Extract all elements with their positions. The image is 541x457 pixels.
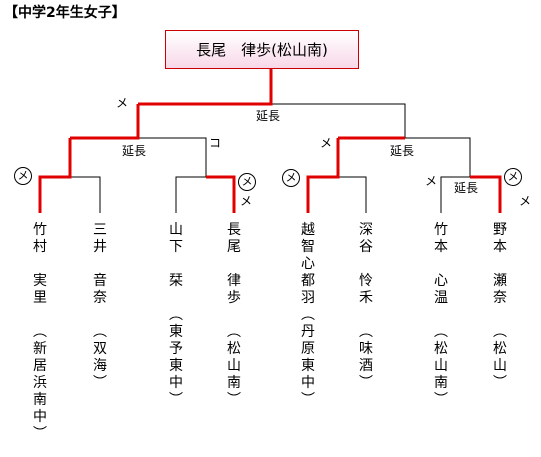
player-2-given: 音奈: [93, 273, 107, 306]
r1m3-men-circle: メ: [282, 169, 300, 187]
page-title: 【中学2年生女子】: [4, 5, 126, 21]
final-black: [271, 103, 406, 138]
player-2-close-paren: ︶: [93, 375, 107, 391]
final-men-mark: メ: [116, 96, 129, 110]
player-7-open-paren: ︵: [434, 324, 448, 340]
player-6-open-paren: ︵: [359, 324, 373, 340]
r2m2-black: [405, 137, 471, 177]
player-2-family: 三井: [93, 222, 107, 255]
player-8: 野本 瀬奈 ︵ 松山 ︶: [492, 222, 508, 392]
r1m4-men-mark: メ: [425, 174, 438, 188]
player-7: 竹本 心温 ︵ 松山南 ︶: [433, 222, 449, 409]
player-2-open-paren: ︵: [93, 324, 107, 340]
player-6-close-paren: ︶: [359, 375, 373, 391]
player-6-school: 味酒: [359, 341, 373, 374]
player-4: 長尾 律歩 ︵ 松山南 ︶: [226, 222, 242, 409]
winner-box: 長尾 律歩(松山南): [165, 30, 359, 69]
player-2: 三井 音奈 ︵ 双海 ︶: [92, 222, 108, 392]
player-3-family: 山下: [169, 222, 183, 255]
player-7-school: 松山南: [434, 341, 448, 391]
r1m2-men-mark: メ: [240, 194, 253, 208]
player-3-given: 栞: [169, 273, 183, 289]
player-2-school: 双海: [93, 341, 107, 374]
r1m4-men-mark-2: メ: [519, 194, 532, 208]
r1m3-red: [306, 138, 340, 213]
player-5-open-paren: ︵: [301, 307, 315, 323]
player-4-close-paren: ︶: [227, 392, 241, 408]
player-7-given: 心温: [434, 273, 448, 306]
player-1-open-paren: ︵: [33, 324, 47, 340]
player-5: 越智 心都羽 ︵ 丹原東中 ︶: [300, 222, 316, 409]
player-1-school: 新居浜南中: [33, 341, 47, 425]
player-5-given: 心都羽: [301, 256, 315, 306]
r1m4-men-circle: メ: [504, 168, 522, 186]
player-8-open-paren: ︵: [493, 324, 507, 340]
player-3: 山下 栞 ︵ 東予東中 ︶: [168, 222, 184, 409]
r1m2-black: [175, 176, 206, 213]
player-4-school: 松山南: [227, 341, 241, 391]
player-3-open-paren: ︵: [169, 307, 183, 323]
r2m2-enchou-label: 延長: [390, 144, 415, 158]
player-6-family: 深谷: [359, 222, 373, 255]
player-8-family: 野本: [493, 222, 507, 255]
r1m1-red: [38, 138, 72, 213]
player-7-close-paren: ︶: [434, 392, 448, 408]
player-5-school: 丹原東中: [301, 324, 315, 391]
player-1: 竹村 実里 ︵ 新居浜南中 ︶: [32, 222, 48, 443]
r1m1-black: [70, 176, 101, 213]
player-6-given: 怜禾: [359, 273, 373, 306]
final-enchou-label: 延長: [256, 109, 281, 123]
r1m4-red: [470, 175, 502, 213]
r1m1-men-circle: メ: [14, 167, 32, 185]
r2m1-black: [138, 137, 207, 177]
r2m1-red: [70, 104, 140, 140]
r1m3-black: [338, 176, 367, 213]
player-8-close-paren: ︶: [493, 375, 507, 391]
r1m2-red: [206, 175, 236, 213]
player-1-family: 竹村: [33, 222, 47, 255]
r2m2-men-mark: メ: [320, 136, 333, 150]
player-5-close-paren: ︶: [301, 392, 315, 408]
player-8-given: 瀬奈: [493, 273, 507, 306]
player-4-given: 律歩: [227, 273, 241, 306]
player-7-family: 竹本: [434, 222, 448, 255]
player-6: 深谷 怜禾 ︵ 味酒 ︶: [358, 222, 374, 392]
r1m4-enchou-label: 延長: [454, 181, 479, 195]
player-8-school: 松山: [493, 341, 507, 374]
player-4-open-paren: ︵: [227, 324, 241, 340]
player-4-family: 長尾: [227, 222, 241, 255]
r2m1-ko-mark: コ: [209, 136, 222, 150]
player-3-school: 東予東中: [169, 324, 183, 391]
r1m2-men-circle: メ: [238, 173, 256, 191]
player-1-given: 実里: [33, 273, 47, 306]
final-red: [138, 69, 273, 106]
player-3-close-paren: ︶: [169, 392, 183, 408]
player-1-close-paren: ︶: [33, 426, 47, 442]
player-5-family: 越智: [301, 222, 315, 255]
r1m4-black: [440, 176, 470, 213]
r2m1-enchou-label: 延長: [122, 144, 147, 158]
